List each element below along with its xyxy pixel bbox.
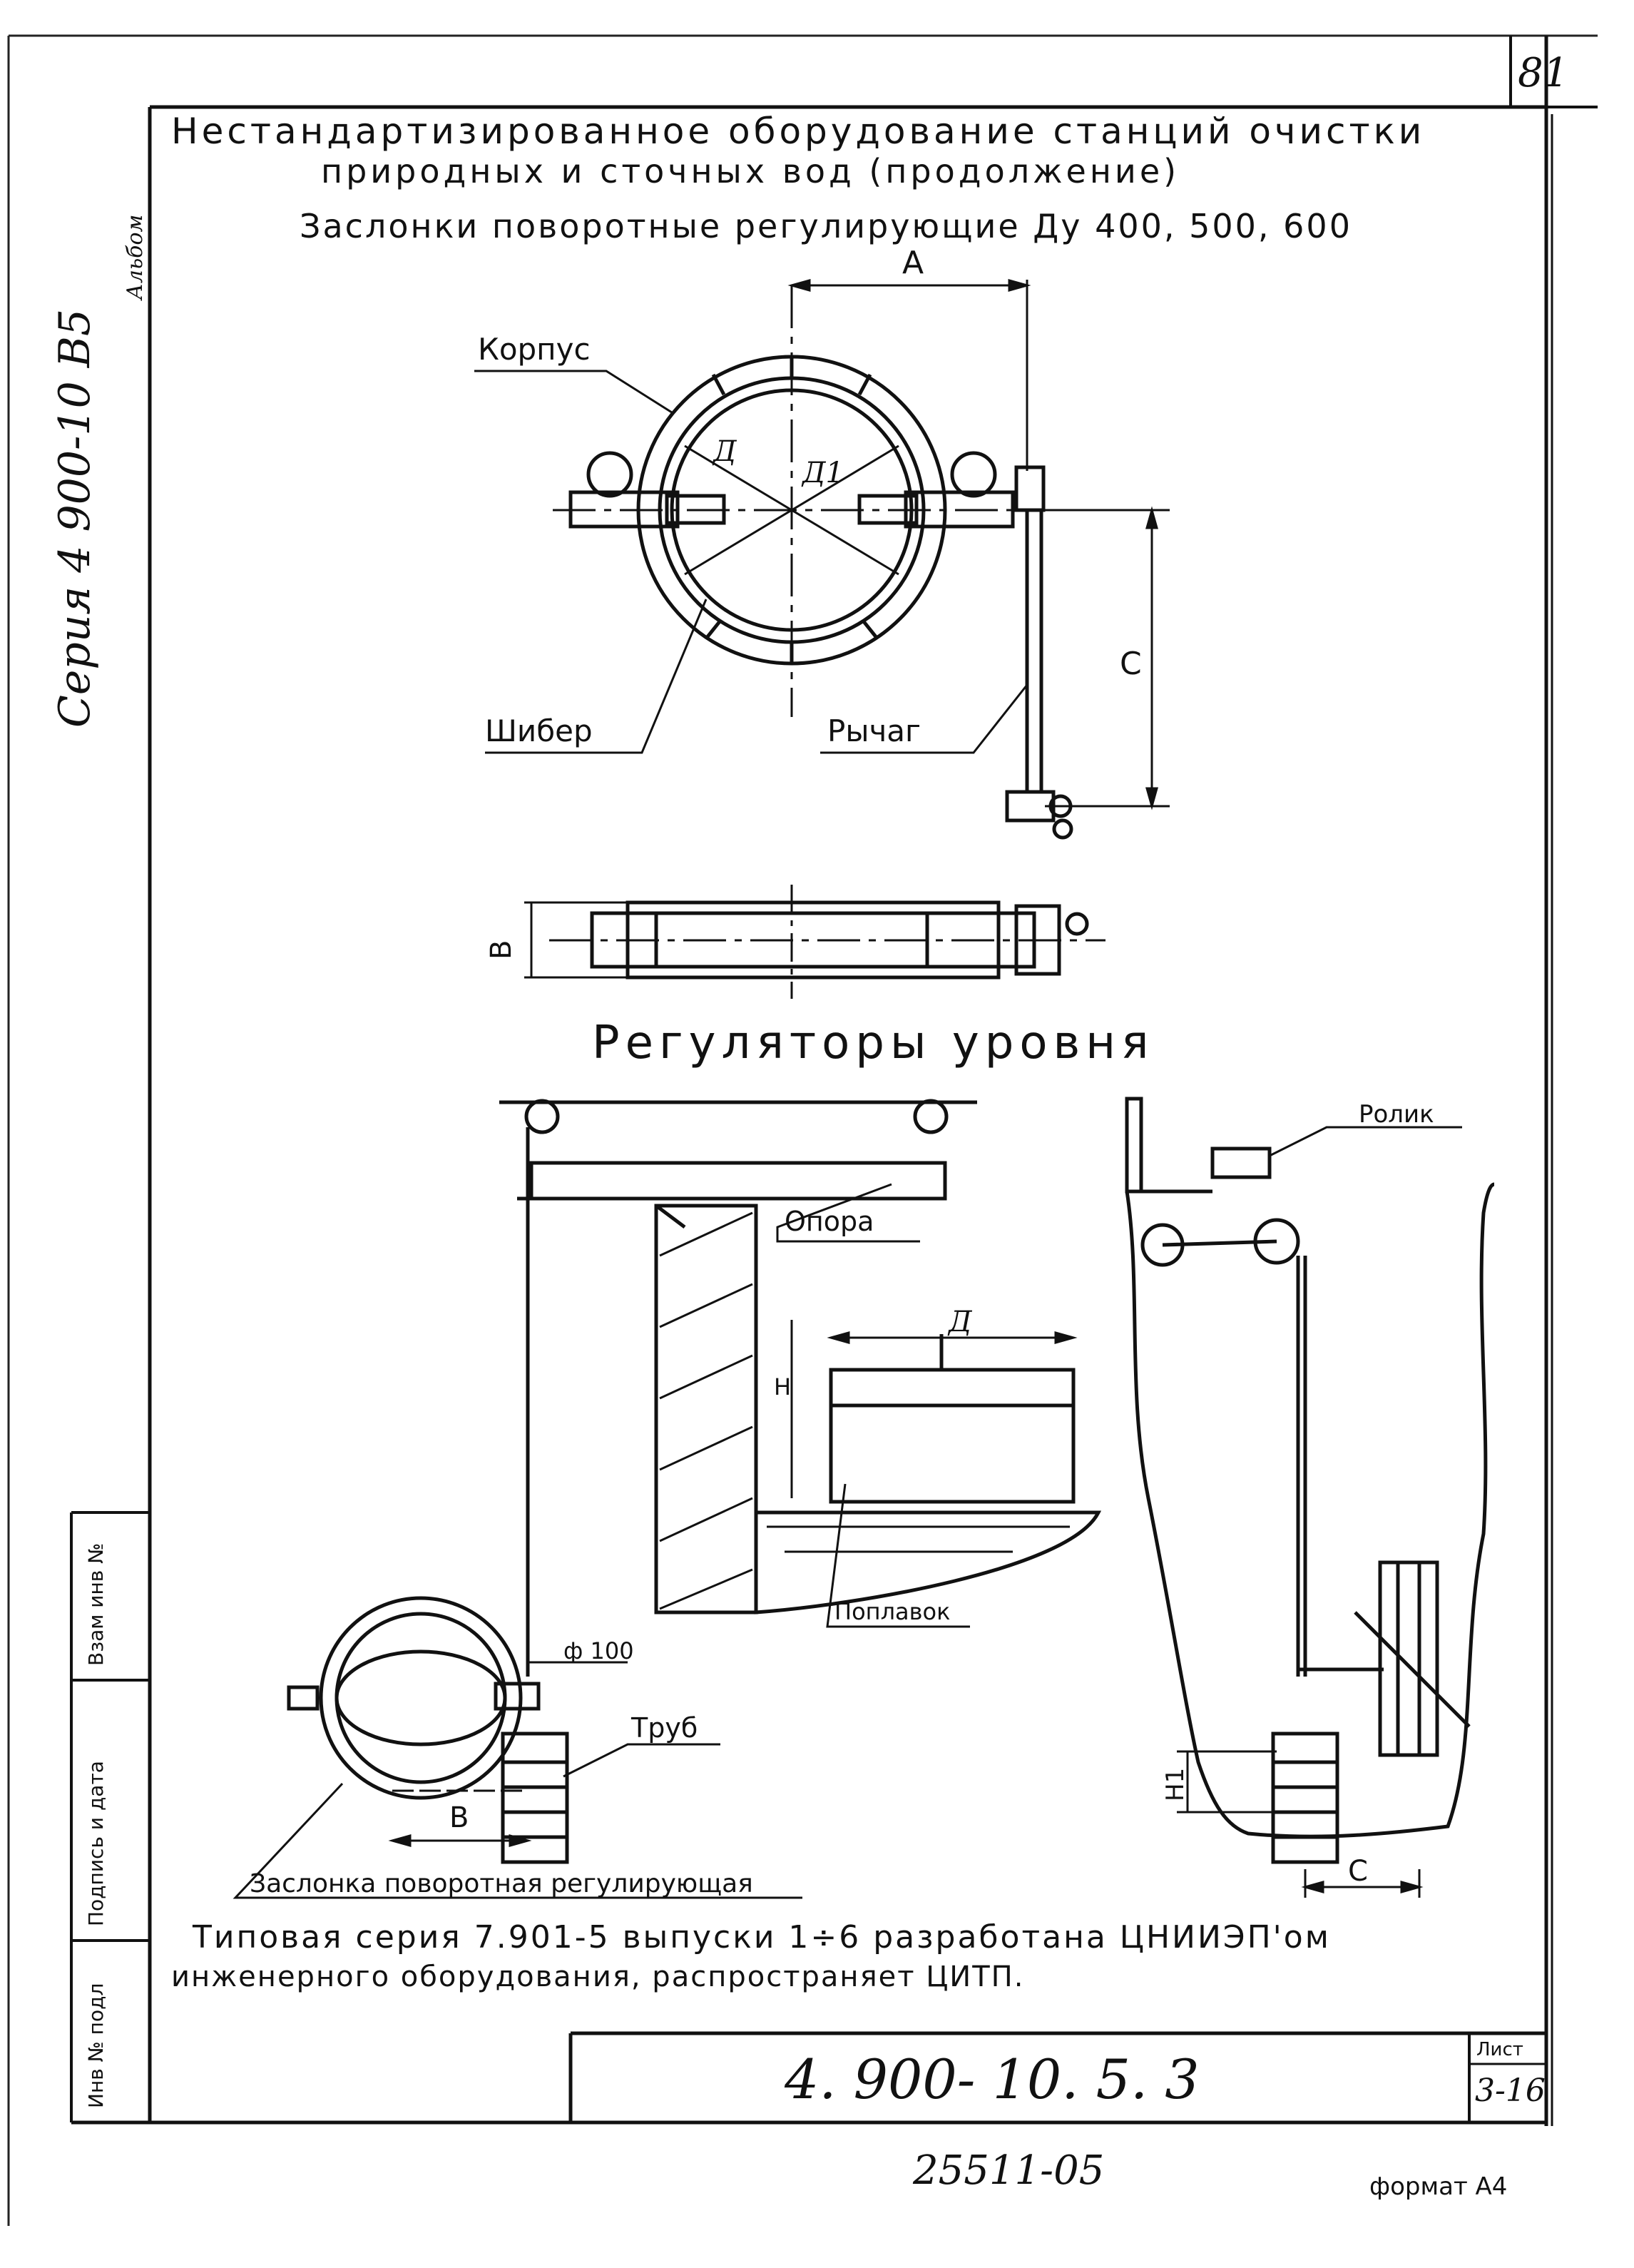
format-label: формат А4	[1369, 2172, 1508, 2201]
label-dim-d: Д	[713, 435, 737, 468]
note-line-1: Типовая серия 7.901-5 выпуски 1÷6 разраб…	[193, 1919, 1331, 1956]
label-dim-b-bottom: В	[449, 1801, 469, 1834]
label-rychag: Рычаг	[827, 713, 921, 748]
subtitle-valves: Заслонки поворотные регулирующие Ду 400,…	[300, 207, 1352, 245]
label-dim-h1: Н1	[1161, 1767, 1190, 1801]
bottom-number: 25511-05	[913, 2147, 1105, 2194]
label-zaslonka: Заслонка поворотная регулирующая	[250, 1869, 753, 1898]
label-dim-a: А	[902, 245, 924, 281]
label-dim-h: Н	[774, 1373, 792, 1400]
sheet-label: Лист	[1476, 2039, 1523, 2060]
label-trub: Труб	[631, 1712, 698, 1744]
label-dim-c-bottom: С	[1348, 1855, 1368, 1888]
rotary-valve-circle	[319, 1596, 523, 1800]
label-dim-d1: Д1	[802, 457, 844, 489]
well-outline	[1125, 1182, 1495, 1839]
doc-code: 4. 900- 10. 5. 3	[785, 2048, 1200, 2111]
label-ronik: Ролик	[1359, 1100, 1434, 1129]
label-dim-c: С	[1120, 646, 1142, 682]
note-line-2: инженерного оборудования, распространяет…	[171, 1961, 1025, 1993]
label-poplavok: Поплавок	[834, 1598, 951, 1625]
page-number: 81	[1518, 50, 1569, 96]
section-regulators-title: Регуляторы уровня	[592, 1017, 1155, 1069]
label-opora: Опора	[785, 1206, 874, 1237]
title-line-1: Нестандартизированное оборудование станц…	[171, 111, 1426, 152]
title-line-2: природных и сточных вод (продолжение)	[321, 152, 1180, 190]
label-shiber: Шибер	[485, 713, 593, 748]
sheet-number: 3-16	[1475, 2073, 1546, 2109]
label-dim-d-float: Д	[949, 1306, 972, 1338]
label-korpus: Корпус	[478, 332, 591, 367]
label-phi100: ф 100	[563, 1637, 634, 1664]
